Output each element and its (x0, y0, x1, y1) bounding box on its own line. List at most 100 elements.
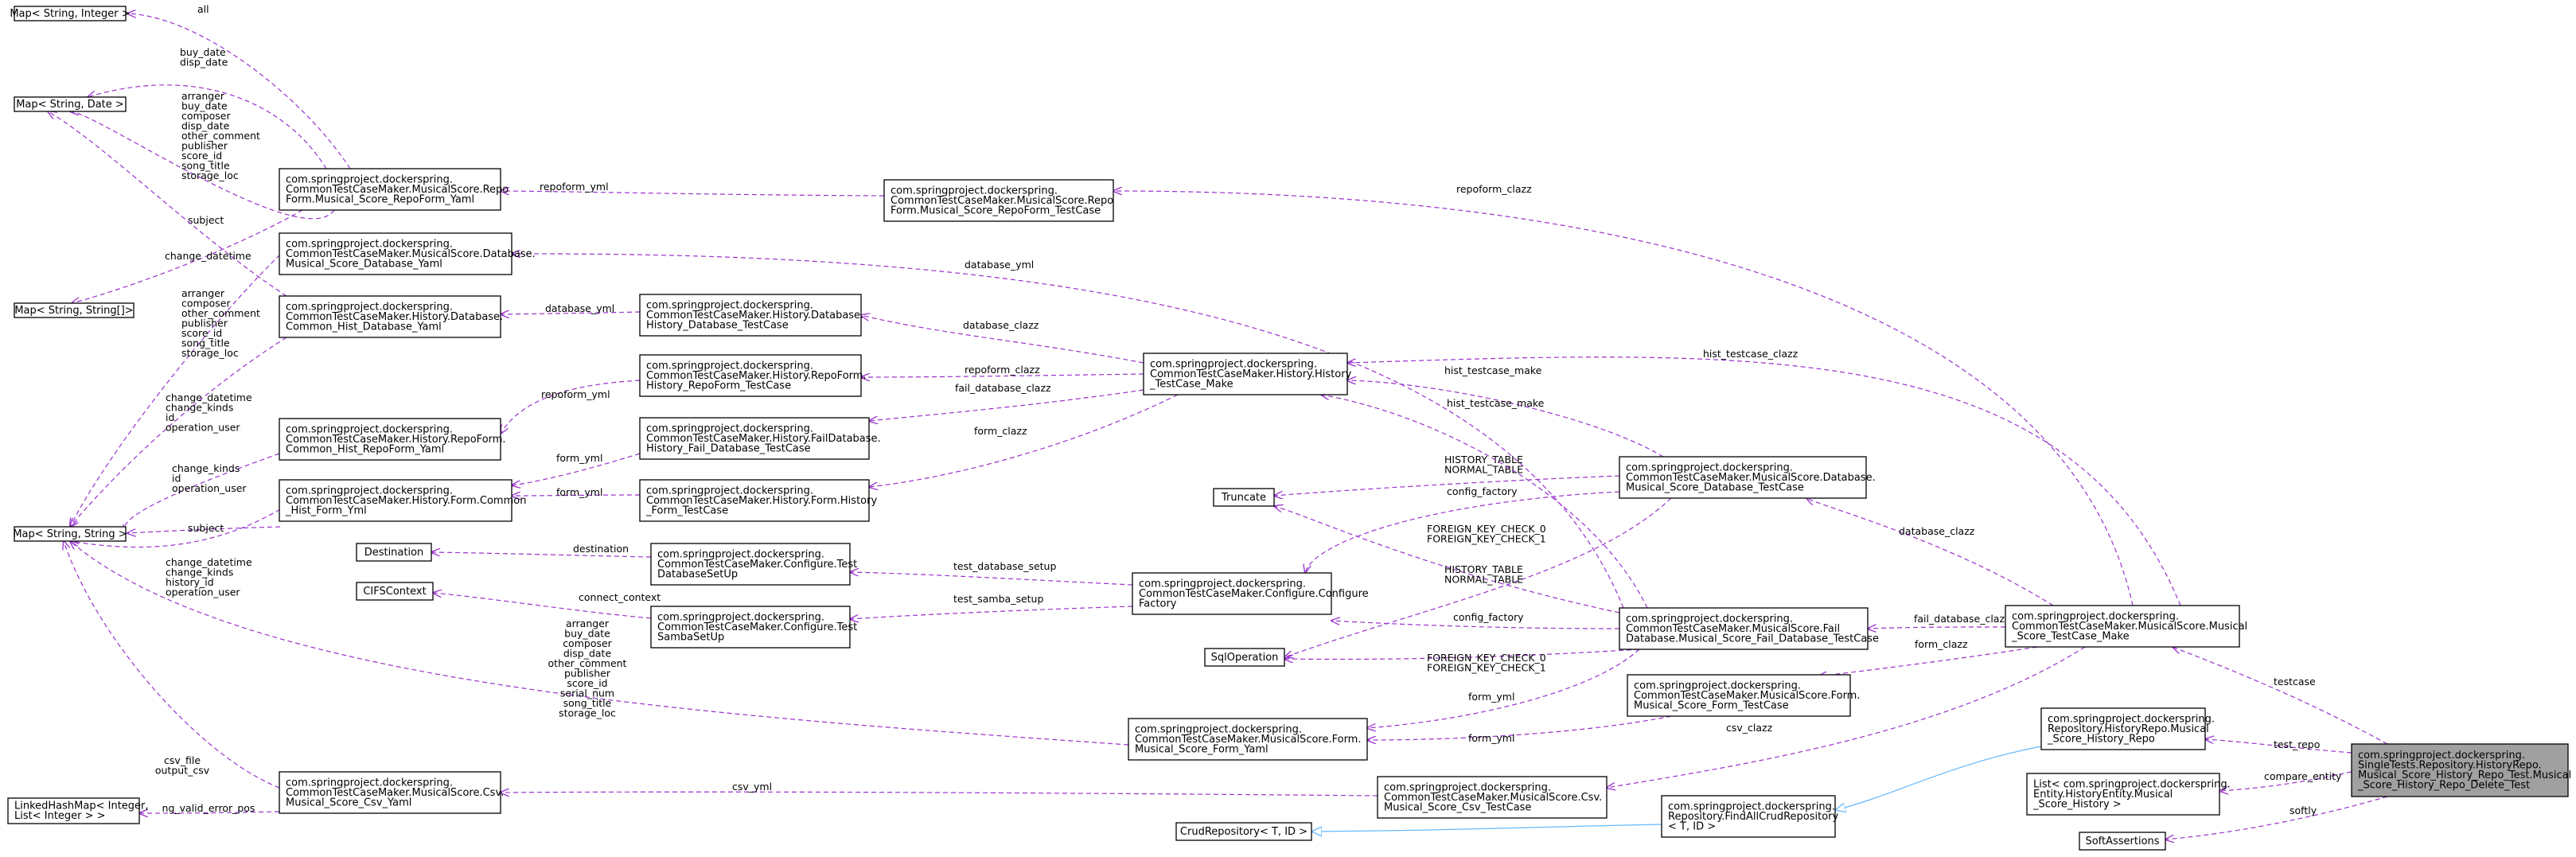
node-crud-repository[interactable]: CrudRepository< T, ID > (1175, 822, 1312, 841)
node-label-line: SoftAssertions (2085, 836, 2159, 847)
node-label: CrudRepository< T, ID > (1180, 826, 1307, 838)
node-label-line: CommonTestCaseMaker.History.Form.Common (286, 495, 526, 507)
node-musical-database-testcase[interactable]: com.springproject.dockerspring.CommonTes… (1619, 456, 1876, 499)
node-label: com.springproject.dockerspring.CommonTes… (890, 185, 1113, 216)
node-box (1619, 456, 1867, 499)
node-map-str-int[interactable]: Map< String, Integer > (10, 6, 131, 21)
edge-label-line: form_yml (556, 486, 602, 498)
node-map-str-str[interactable]: Map< String, String > (13, 526, 127, 542)
node-main-test[interactable]: com.springproject.dockerspring.SingleTes… (2351, 743, 2571, 797)
node-history-fail-database-testcase[interactable]: com.springproject.dockerspring.CommonTes… (639, 417, 881, 460)
node-musical-csv-testcase[interactable]: com.springproject.dockerspring.CommonTes… (1377, 776, 1608, 819)
node-box (279, 418, 501, 461)
node-musical-testcase-make[interactable]: com.springproject.dockerspring.CommonTes… (2005, 605, 2247, 648)
node-truncate[interactable]: Truncate (1213, 488, 1275, 507)
node-map-str-strarr[interactable]: Map< String, String[]> (14, 302, 134, 318)
edge-label: form_yml (1468, 691, 1514, 703)
edge-label-line: disp_date (180, 56, 228, 68)
node-history-database-testcase[interactable]: com.springproject.dockerspring.CommonTes… (639, 294, 863, 337)
node-test-database-setup[interactable]: com.springproject.dockerspring.CommonTes… (650, 543, 857, 586)
edge-label-line: softly (2290, 804, 2317, 816)
edge-label-line: hist_testcase_clazz (1703, 348, 1799, 360)
node-musical-fail-database-testcase[interactable]: com.springproject.dockerspring.CommonTes… (1619, 607, 1879, 650)
node-box (2005, 605, 2240, 648)
node-label-line: com.springproject.dockerspring. (1139, 578, 1306, 590)
node-map-str-date[interactable]: Map< String, Date > (14, 96, 127, 112)
edge-database-yml-musical: database_yml (512, 254, 1624, 609)
edge-fail-database-clazz-musical: fail_database_clazz (1868, 613, 2010, 629)
node-musical-csv-yaml[interactable]: com.springproject.dockerspring.CommonTes… (279, 771, 504, 814)
node-label-line: Musical_Score_Form_TestCase (1634, 699, 1789, 711)
node-sql-operation[interactable]: SqlOperation (1204, 648, 1285, 667)
node-box (279, 232, 512, 275)
node-common-hist-database-yaml[interactable]: com.springproject.dockerspring.CommonTes… (279, 295, 503, 338)
edge-label-line: NORMAL_TABLE (1444, 574, 1523, 586)
edge-label-line: config_factory (1453, 611, 1524, 623)
edge-line (88, 84, 327, 169)
edge-line (512, 495, 641, 496)
node-label-line: Musical_Score_Database_Yaml (286, 258, 442, 270)
node-box (14, 302, 134, 318)
edge-label: all (197, 3, 209, 15)
edge-label: form_clazz (1915, 638, 1968, 650)
node-label-line: CommonTestCaseMaker.MusicalScore.Repo (286, 184, 509, 196)
node-label-line: com.springproject.dockerspring. (286, 485, 453, 497)
edge-line (2205, 739, 2352, 754)
node-label-line: com.springproject.dockerspring. (646, 485, 813, 497)
edge-label: form_clazz (974, 425, 1027, 437)
node-soft-assertions[interactable]: SoftAssertions (2079, 832, 2166, 851)
edge-label: destination (573, 543, 629, 555)
node-box (2040, 707, 2206, 750)
node-musical-repoform-yaml[interactable]: com.springproject.dockerspring.CommonTes… (279, 168, 509, 211)
node-configure-factory[interactable]: com.springproject.dockerspring.CommonTes… (1132, 572, 1369, 615)
node-box (2351, 743, 2569, 797)
edge-compare-entity: compare_entity (2219, 770, 2352, 791)
node-label-line: com.springproject.dockerspring. (1626, 613, 1793, 625)
node-history-testcase-make[interactable]: com.springproject.dockerspring.CommonTes… (1143, 353, 1352, 395)
node-label: com.springproject.dockerspring.CommonTes… (1634, 680, 1860, 711)
edge-label: subject (188, 522, 224, 534)
node-destination[interactable]: Destination (356, 543, 432, 562)
node-label: com.springproject.dockerspring.Repositor… (2047, 713, 2215, 745)
node-label-line: CommonTestCaseMaker.Configure.Configure (1139, 588, 1369, 600)
edge-label-line: composer (181, 298, 231, 310)
node-label-line: Musical_Score_Csv_TestCase (1384, 801, 1531, 813)
node-test-samba-setup[interactable]: com.springproject.dockerspring.CommonTes… (650, 606, 857, 649)
edge-label: softly (2290, 804, 2317, 816)
edge-repoform-yml: repoform_yml (501, 181, 885, 197)
edge-label-line: change_kinds (172, 462, 240, 474)
node-history-form-testcase[interactable]: com.springproject.dockerspring.CommonTes… (639, 479, 877, 522)
node-label-line: Map< String, Integer > (10, 8, 130, 20)
edge-database-clazz-musical: database_clazz (1806, 498, 2054, 606)
edge-line (1305, 491, 1620, 573)
node-musical-form-testcase[interactable]: com.springproject.dockerspring.CommonTes… (1627, 674, 1860, 717)
node-common-hist-repoform-yaml[interactable]: com.springproject.dockerspring.CommonTes… (279, 418, 506, 461)
edge-label-line: FOREIGN_KEY_CHECK_0 (1427, 652, 1546, 664)
node-linked-hash-map[interactable]: LinkedHashMap< Integer,List< Integer > > (7, 797, 149, 824)
node-history-repoform-testcase[interactable]: com.springproject.dockerspring.CommonTes… (639, 354, 867, 397)
node-find-all-crud-repository[interactable]: com.springproject.dockerspring.Repositor… (1661, 795, 1839, 838)
node-musical-repoform-testcase[interactable]: com.springproject.dockerspring.CommonTes… (883, 179, 1114, 222)
node-label: Map< String, Integer > (10, 8, 130, 20)
edge-repoform-clazz-hist: repoform_clazz (861, 364, 1144, 377)
node-musical-database-yaml[interactable]: com.springproject.dockerspring.CommonTes… (279, 232, 536, 275)
node-common-hist-form-yml[interactable]: com.springproject.dockerspring.CommonTes… (279, 479, 526, 522)
node-list-history-entity[interactable]: List< com.springproject.dockerspring.Ent… (2026, 773, 2231, 816)
edge-label: form_yml (556, 452, 602, 464)
node-box (2026, 773, 2220, 816)
node-history-repo[interactable]: com.springproject.dockerspring.Repositor… (2040, 707, 2215, 750)
node-cifs-context[interactable]: CIFSContext (356, 582, 434, 601)
node-label-line: CommonTestCaseMaker.History.Database. (286, 311, 503, 323)
node-musical-form-yaml[interactable]: com.springproject.dockerspring.CommonTes… (1128, 718, 1368, 761)
edge-inherit-crud (1311, 824, 1662, 832)
node-label: SqlOperation (1211, 652, 1279, 664)
edge-line (869, 389, 1144, 421)
node-label: List< com.springproject.dockerspring.Ent… (2032, 778, 2231, 810)
node-box (279, 771, 501, 814)
edge-label: database_yml (545, 302, 614, 314)
